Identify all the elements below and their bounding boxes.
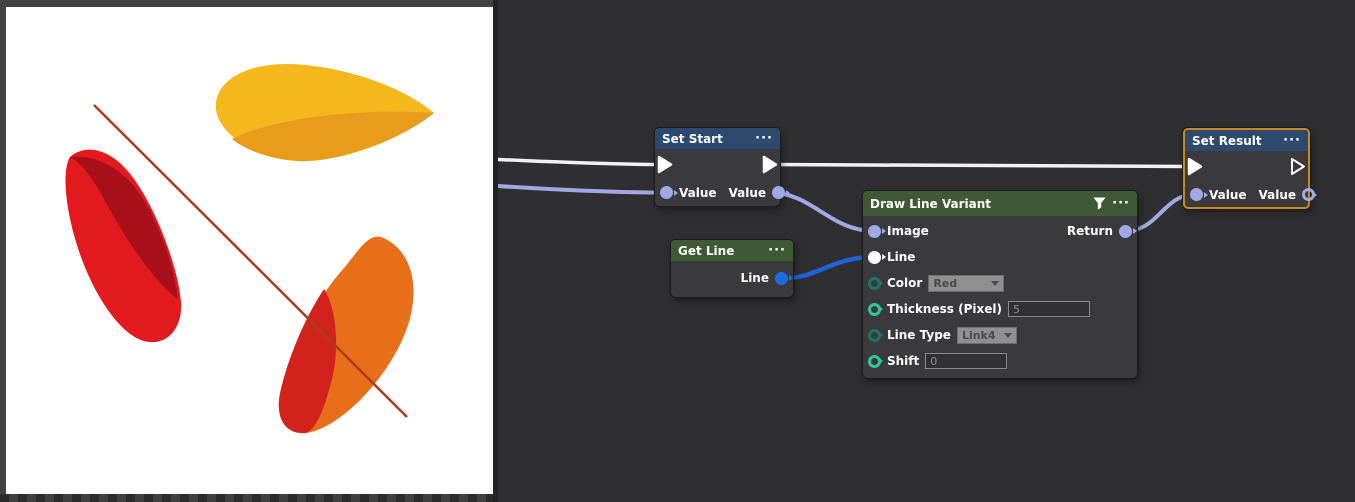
thickness-value: 5 xyxy=(1012,302,1020,316)
image-input-label: Image xyxy=(887,224,929,238)
node-title: Draw Line Variant xyxy=(870,196,991,211)
shift-value: 0 xyxy=(930,354,938,368)
node-draw-line-variant[interactable]: Draw Line Variant ··· Image Return Line … xyxy=(863,191,1137,378)
line-type-label: Line Type xyxy=(887,328,951,342)
line-output-label: Line xyxy=(740,271,769,285)
exec-in-pin[interactable] xyxy=(1187,157,1203,176)
node-menu-icon[interactable]: ··· xyxy=(1112,195,1130,211)
color-label: Color xyxy=(887,276,923,290)
shift-label: Shift xyxy=(887,354,920,368)
chevron-down-icon xyxy=(991,280,1000,286)
value-output-pin[interactable] xyxy=(772,186,786,199)
image-preview-panel xyxy=(0,0,498,502)
red-blob-shape xyxy=(65,149,182,343)
wire-set-start-to-draw-line-image[interactable] xyxy=(769,190,875,233)
color-dropdown[interactable]: Red xyxy=(928,274,1005,292)
shift-input-pin[interactable] xyxy=(868,354,881,368)
return-output-label: Return xyxy=(1066,224,1113,238)
thickness-value-field[interactable]: 5 xyxy=(1007,301,1090,317)
node-menu-icon[interactable]: ··· xyxy=(755,130,773,146)
line-input-pin[interactable] xyxy=(868,250,881,264)
value-input-label: Value xyxy=(679,185,717,200)
line-type-dropdown-value: Link4 xyxy=(961,328,996,342)
wire-value-into-set-start[interactable] xyxy=(497,184,663,195)
chevron-down-icon xyxy=(1003,332,1012,338)
node-set-start[interactable]: Set Start ··· Value Value xyxy=(655,128,786,206)
exec-out-pin[interactable] xyxy=(762,155,778,174)
value-output-label: Value xyxy=(728,185,767,200)
color-input-pin[interactable] xyxy=(868,276,881,290)
shift-value-field[interactable]: 0 xyxy=(925,353,1008,369)
image-input-pin[interactable] xyxy=(868,224,881,238)
orange-blob-shadow xyxy=(278,289,337,434)
preview-artwork xyxy=(65,63,434,434)
line-output-pin[interactable] xyxy=(775,271,788,285)
return-output-pin[interactable] xyxy=(1119,224,1132,238)
value-input-pin[interactable] xyxy=(1190,188,1203,201)
wire-exec-into-set-start[interactable] xyxy=(497,157,663,167)
red-blob-shadow xyxy=(70,156,178,299)
image-canvas xyxy=(6,7,493,494)
diagonal-line-shape xyxy=(93,104,408,418)
node-get-line[interactable]: Get Line ··· Line xyxy=(671,240,793,297)
node-set-result[interactable]: Set Result ··· Value Value xyxy=(1183,128,1316,209)
yellow-blob-shadow xyxy=(232,111,434,162)
node-menu-icon[interactable]: ··· xyxy=(1283,132,1301,148)
node-title: Set Start xyxy=(662,131,723,146)
value-output-label: Value xyxy=(1258,187,1297,202)
exec-out-pin-unconnected[interactable] xyxy=(1290,157,1306,176)
color-dropdown-value: Red xyxy=(933,276,958,290)
value-input-label: Value xyxy=(1209,187,1247,202)
line-input-label: Line xyxy=(887,250,916,264)
node-title: Get Line xyxy=(678,243,735,258)
thickness-input-pin[interactable] xyxy=(868,302,881,316)
canvas-boundary-dashes xyxy=(0,494,493,502)
value-input-pin[interactable] xyxy=(660,186,673,199)
line-type-dropdown[interactable]: Link4 xyxy=(956,326,1017,344)
line-type-input-pin[interactable] xyxy=(868,328,881,342)
wire-exec-set-start-to-set-result[interactable] xyxy=(771,162,1191,169)
filter-icon xyxy=(1093,197,1106,210)
node-title: Set Result xyxy=(1192,133,1262,148)
wire-get-line-to-draw-line[interactable] xyxy=(781,254,875,281)
value-output-pin-unconnected[interactable] xyxy=(1302,188,1316,201)
node-menu-icon[interactable]: ··· xyxy=(768,242,786,258)
exec-in-pin[interactable] xyxy=(657,155,673,174)
thickness-label: Thickness (Pixel) xyxy=(887,302,1002,316)
